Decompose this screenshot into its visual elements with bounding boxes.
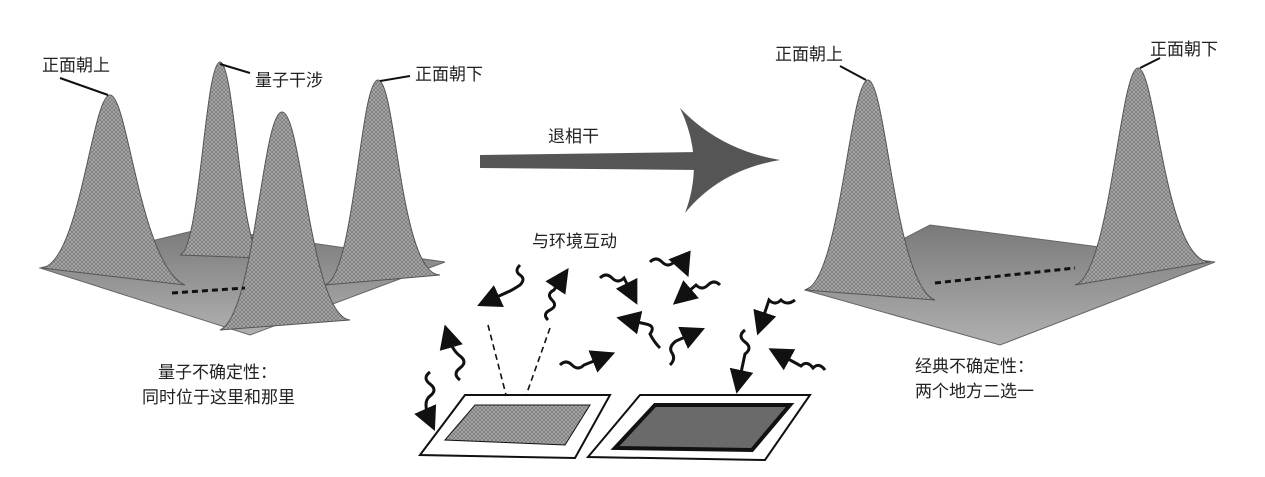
peak-heads-up <box>41 94 186 286</box>
wavy-arrow-icon <box>648 250 691 278</box>
caption-quantum-desc: 同时位于这里和那里 <box>142 388 295 408</box>
wavy-arrow-icon <box>668 326 705 367</box>
caption-classical-desc: 两个地方二选一 <box>915 382 1034 402</box>
arrow-label: 退相干 <box>548 127 599 147</box>
wavy-arrow-icon <box>598 273 638 305</box>
decoherence-arrow: 退相干 <box>480 108 780 213</box>
peak-interference <box>219 111 351 331</box>
wavy-arrow-icon <box>768 348 827 371</box>
wavy-arrow-icon <box>439 324 466 382</box>
wavy-arrow-icon <box>414 370 437 431</box>
wavy-arrow-icon <box>753 297 796 336</box>
peak-label-heads-up: 正面朝上 <box>42 56 110 76</box>
caption-quantum-title: 量子不确定性： <box>158 363 277 383</box>
wavy-arrow-icon <box>616 310 662 350</box>
wavy-arrow-icon <box>558 350 616 373</box>
peak-heads-up-classical <box>804 79 936 301</box>
separation-dashed-line <box>171 286 246 295</box>
peak-label-tails: 正面朝下 <box>1150 40 1218 60</box>
peak-tails-classical <box>1074 67 1211 286</box>
peak-label-tails: 正面朝下 <box>415 65 483 85</box>
playing-card-classical <box>585 394 812 462</box>
wavy-arrow-icon <box>729 328 754 394</box>
quantum-superposition-plot: 正面朝上 量子干涉 正面朝下 量子不确定性： 同时位于这里和那里 <box>38 56 483 408</box>
peak-label-heads-up: 正面朝上 <box>775 45 843 65</box>
separation-dashed-line <box>934 266 1076 285</box>
peak-label-interference: 量子干涉 <box>255 71 323 91</box>
classical-mixture-plot: 正面朝上 正面朝下 经典不确定性： 两个地方二选一 <box>775 40 1218 402</box>
environment-label: 与环境互动 <box>532 232 617 252</box>
wavy-arrow-icon <box>543 268 569 322</box>
wavy-arrow-icon <box>477 263 525 307</box>
wavy-arrow-icon <box>672 280 722 305</box>
wavy-arrows <box>414 250 827 431</box>
peak-tails <box>324 79 441 286</box>
peak-heads-up-back <box>179 61 263 259</box>
caption-classical-title: 经典不确定性： <box>915 357 1034 377</box>
environment-interaction: 与环境互动 <box>414 232 827 462</box>
playing-card-quantum <box>418 394 612 460</box>
